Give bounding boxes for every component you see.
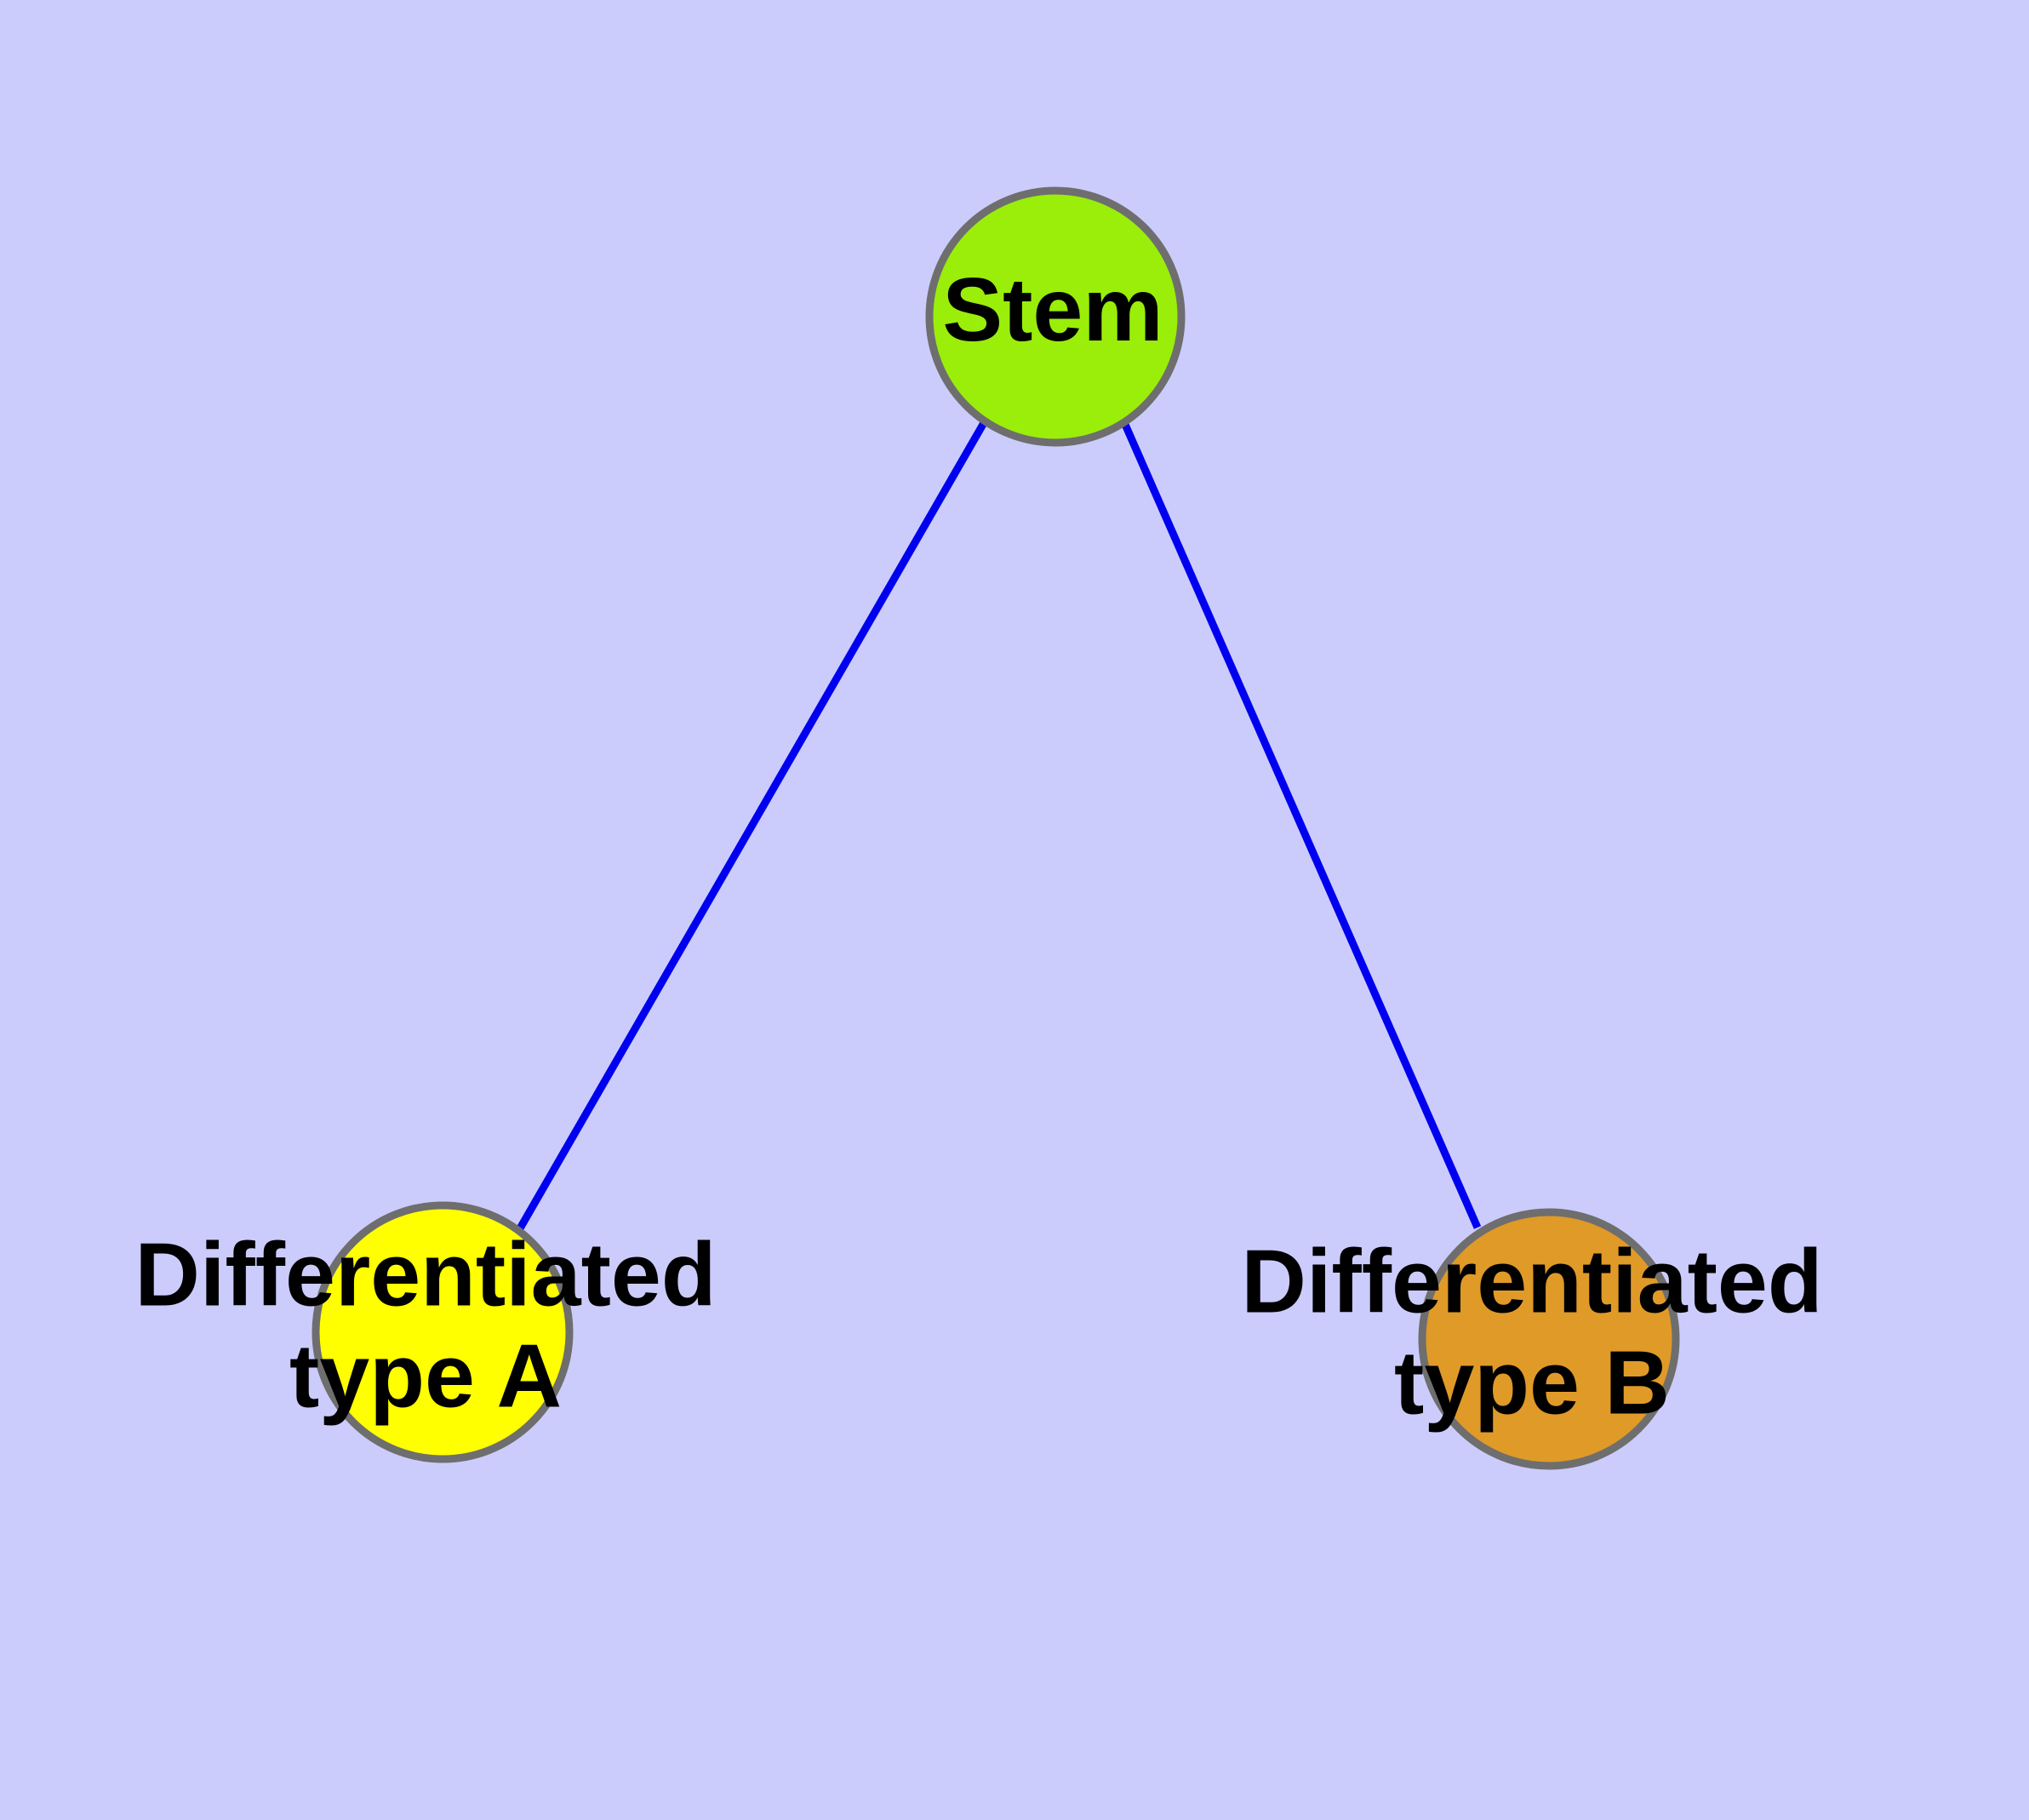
node-label-diff-b-line-2: type B [1394, 1332, 1670, 1433]
node-circle-stem[interactable] [925, 186, 1186, 447]
node-label-diff-a-line-2: type A [289, 1325, 562, 1426]
edge-stem-to-diff-a[interactable] [517, 419, 988, 1231]
node-circle-diff-a[interactable] [311, 1201, 574, 1463]
node-label-diff-b-line-1: Differentiated [1241, 1232, 1822, 1332]
node-label-diff-a-line-1: Differentiated [134, 1225, 716, 1325]
node-circle-diff-b[interactable] [1418, 1208, 1680, 1470]
node-label-stem-line-1: Stem [942, 260, 1163, 360]
edges-group [517, 419, 1482, 1231]
node-stem[interactable]: Stem [925, 186, 1186, 447]
edge-stem-to-diff-b[interactable] [1119, 419, 1482, 1229]
